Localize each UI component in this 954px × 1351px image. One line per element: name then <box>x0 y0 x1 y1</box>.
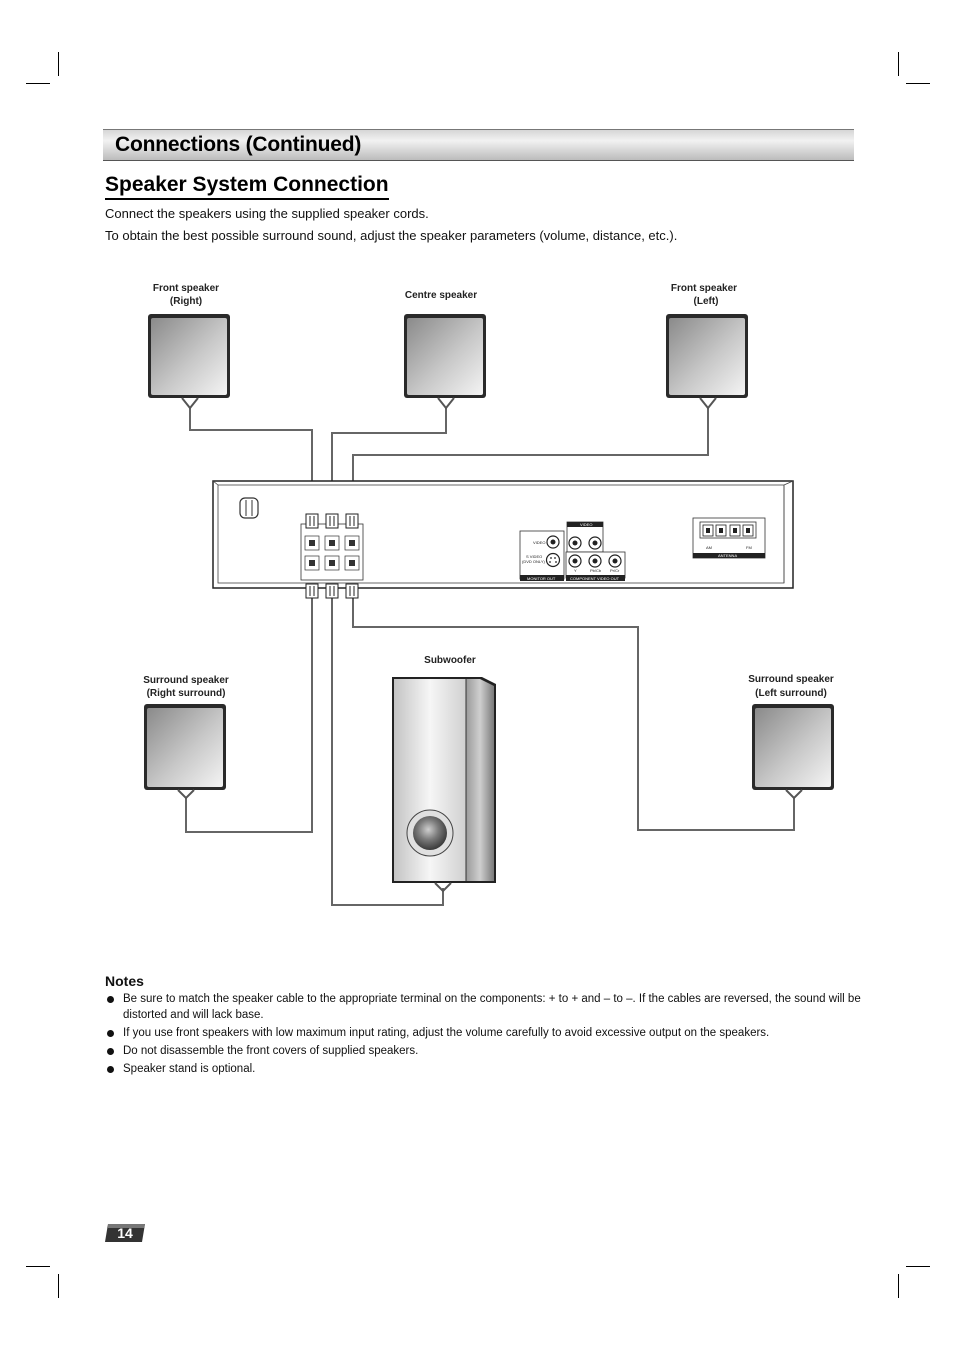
note-text: If you use front speakers with low maxim… <box>123 1026 770 1039</box>
note-item: Do not disassemble the front covers of s… <box>105 1044 865 1060</box>
speaker-terminals <box>300 513 364 599</box>
antenna-connectors: AM FM ANTENNA <box>692 517 766 559</box>
video-label: VIDEO <box>533 540 545 545</box>
note-item: Be sure to match the speaker cable to th… <box>105 992 865 1023</box>
wire-surround-left <box>352 598 795 831</box>
crop-mark <box>906 1266 930 1267</box>
monitor-out-label: MONITOR OUT <box>527 576 556 581</box>
wire-surround-right <box>185 598 313 833</box>
am-label: AM <box>706 545 712 550</box>
page-badge-shape <box>105 1224 145 1242</box>
video-out-label: VIDEO <box>580 522 592 527</box>
pr-label: Pr/Cr <box>610 568 620 573</box>
section-title: Speaker System Connection <box>105 172 389 200</box>
component-out-label: COMPONENT VIDEO OUT <box>570 576 620 581</box>
bullet-icon <box>107 1065 114 1073</box>
surround-left-label-line2: (Left surround) <box>755 688 827 699</box>
page-number: 14 <box>117 1225 133 1241</box>
note-item: Speaker stand is optional. <box>105 1062 865 1078</box>
antenna-label: ANTENNA <box>718 553 737 558</box>
subwoofer <box>392 677 496 893</box>
notes-list: Be sure to match the speaker cable to th… <box>105 992 865 1080</box>
note-item: If you use front speakers with low maxim… <box>105 1026 865 1042</box>
wire-centre <box>331 408 447 515</box>
note-text: Do not disassemble the front covers of s… <box>123 1044 419 1057</box>
video-connectors: VIDEO VIDEO S VIDEO (DVD ONLY) MONITOR O… <box>519 521 626 581</box>
crop-mark <box>26 83 50 84</box>
header-bar: Connections (Continued) <box>103 129 854 161</box>
power-cord-icon <box>239 497 259 519</box>
speaker-front-right <box>148 314 230 410</box>
surround-right-label-line1: Surround speaker <box>143 675 229 686</box>
speaker-front-left <box>666 314 748 410</box>
crop-mark <box>58 52 59 76</box>
speaker-surround-left <box>752 704 834 800</box>
front-right-label-line2: (Right) <box>170 296 202 307</box>
notes-title: Notes <box>105 973 144 989</box>
crop-mark <box>898 1274 899 1298</box>
page-number-badge: 14 <box>104 1222 146 1244</box>
speaker-centre <box>404 314 486 410</box>
note-text: Speaker stand is optional. <box>123 1062 256 1075</box>
bullet-icon <box>107 1047 114 1055</box>
wire-front-right <box>189 408 313 515</box>
intro-line-1: Connect the speakers using the supplied … <box>105 206 429 221</box>
subwoofer-label: Subwoofer <box>424 655 476 666</box>
wire-subwoofer <box>331 598 444 906</box>
front-left-label-line2: (Left) <box>694 296 719 307</box>
speaker-surround-right <box>144 704 226 800</box>
fm-label: FM <box>746 545 752 550</box>
page-title: Connections (Continued) <box>115 133 362 156</box>
bullet-icon <box>107 1029 114 1037</box>
crop-mark <box>898 52 899 76</box>
crop-mark <box>906 83 930 84</box>
y-label: Y <box>574 568 577 573</box>
crop-mark <box>58 1274 59 1298</box>
speaker-wires <box>185 408 795 906</box>
s-video-label: S VIDEO <box>526 554 542 559</box>
bullet-icon <box>107 996 114 1003</box>
receiver-rear-panel: VIDEO VIDEO S VIDEO (DVD ONLY) MONITOR O… <box>212 480 794 599</box>
speaker-connection-diagram: VIDEO VIDEO S VIDEO (DVD ONLY) MONITOR O… <box>143 283 834 906</box>
crop-mark <box>26 1266 50 1267</box>
surround-right-label-line2: (Right surround) <box>147 688 226 699</box>
surround-left-label-line1: Surround speaker <box>748 674 834 685</box>
front-right-label-line1: Front speaker <box>153 283 219 294</box>
front-left-label-line1: Front speaker <box>671 283 737 294</box>
centre-label: Centre speaker <box>405 290 477 301</box>
intro-line-2: To obtain the best possible surround sou… <box>105 228 678 243</box>
s-video-note: (DVD ONLY) <box>522 559 545 564</box>
pb-label: Pb/Cb <box>590 568 602 573</box>
note-text: Be sure to match the speaker cable to th… <box>123 993 861 1021</box>
